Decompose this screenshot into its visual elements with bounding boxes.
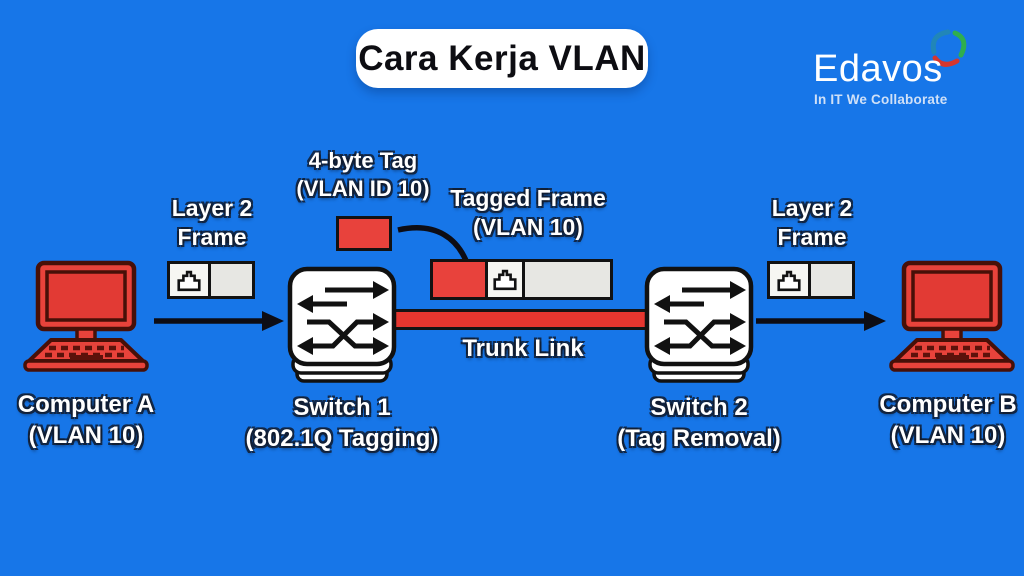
- trunk-link-bar: [390, 309, 655, 330]
- ethernet-connector-icon: [170, 264, 211, 296]
- computer-b-label: Computer B (VLAN 10): [879, 391, 1017, 449]
- ethernet-connector-icon: [770, 264, 811, 296]
- frame-payload-cell: [811, 264, 852, 296]
- layer2-frame-right-label: Layer 2 Frame: [771, 195, 853, 251]
- swirl-icon: [924, 28, 972, 70]
- title-banner: Cara Kerja VLAN: [356, 29, 648, 88]
- page-title: Cara Kerja VLAN: [358, 38, 646, 78]
- brand-tagline: In IT We Collaborate: [814, 92, 948, 107]
- arrow-switch2-to-b: [753, 309, 889, 333]
- trunk-link-label: Trunk Link: [462, 335, 584, 362]
- switch2-icon: [644, 266, 754, 386]
- switch2-label: Switch 2 (Tag Removal): [617, 394, 781, 452]
- arrow-a-to-switch1: [151, 309, 287, 333]
- brand-block: Edavos In IT We Collaborate: [812, 28, 982, 112]
- tag-label: 4-byte Tag (VLAN ID 10): [296, 148, 430, 202]
- switch1-icon: [287, 266, 397, 386]
- computer-a-label: Computer A (VLAN 10): [17, 391, 155, 449]
- brand-name: Edavos: [813, 48, 943, 90]
- frame-payload-cell: [211, 264, 252, 296]
- frame-payload-cell: [525, 262, 610, 297]
- vlan-tag-swatch: [336, 216, 392, 251]
- layer2-frame-left-label: Layer 2 Frame: [171, 195, 253, 251]
- computer-b-icon: [884, 260, 1020, 386]
- layer2-frame-right-icon: [767, 261, 855, 299]
- tagged-frame-icon: [430, 259, 613, 300]
- layer2-frame-left-icon: [167, 261, 255, 299]
- computer-a-icon: [18, 260, 154, 386]
- switch1-label: Switch 1 (802.1Q Tagging): [245, 394, 439, 452]
- ethernet-connector-icon: [488, 262, 525, 297]
- tag-cell: [433, 262, 488, 297]
- tagged-frame-label: Tagged Frame (VLAN 10): [450, 185, 606, 241]
